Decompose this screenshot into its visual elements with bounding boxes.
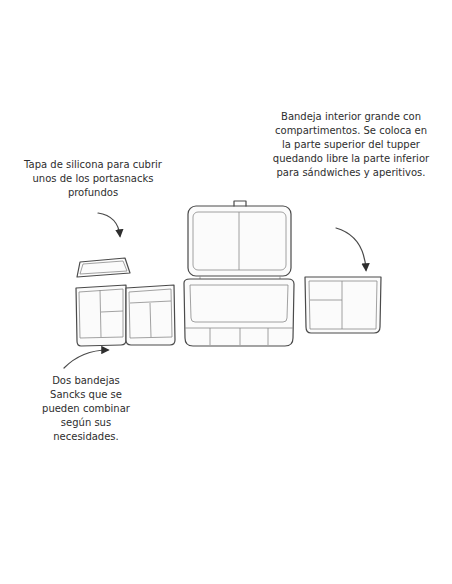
leader-arrow bbox=[98, 213, 120, 236]
snack-tray bbox=[76, 285, 126, 346]
leader-arrow bbox=[336, 228, 366, 270]
callout-label: Bandeja interior grande con compartiment… bbox=[270, 110, 432, 180]
leader-arrow bbox=[64, 350, 108, 368]
snack-tray bbox=[126, 285, 175, 345]
silicone-lid bbox=[77, 258, 130, 277]
inner-tray bbox=[305, 277, 381, 333]
lunchbox-body bbox=[184, 279, 294, 346]
lunchbox-lid bbox=[188, 201, 291, 281]
callout-label: Dos bandejas Sancks que se pueden combin… bbox=[36, 374, 136, 444]
callout-label: Tapa de silicona para cubrir unos de los… bbox=[22, 158, 164, 200]
